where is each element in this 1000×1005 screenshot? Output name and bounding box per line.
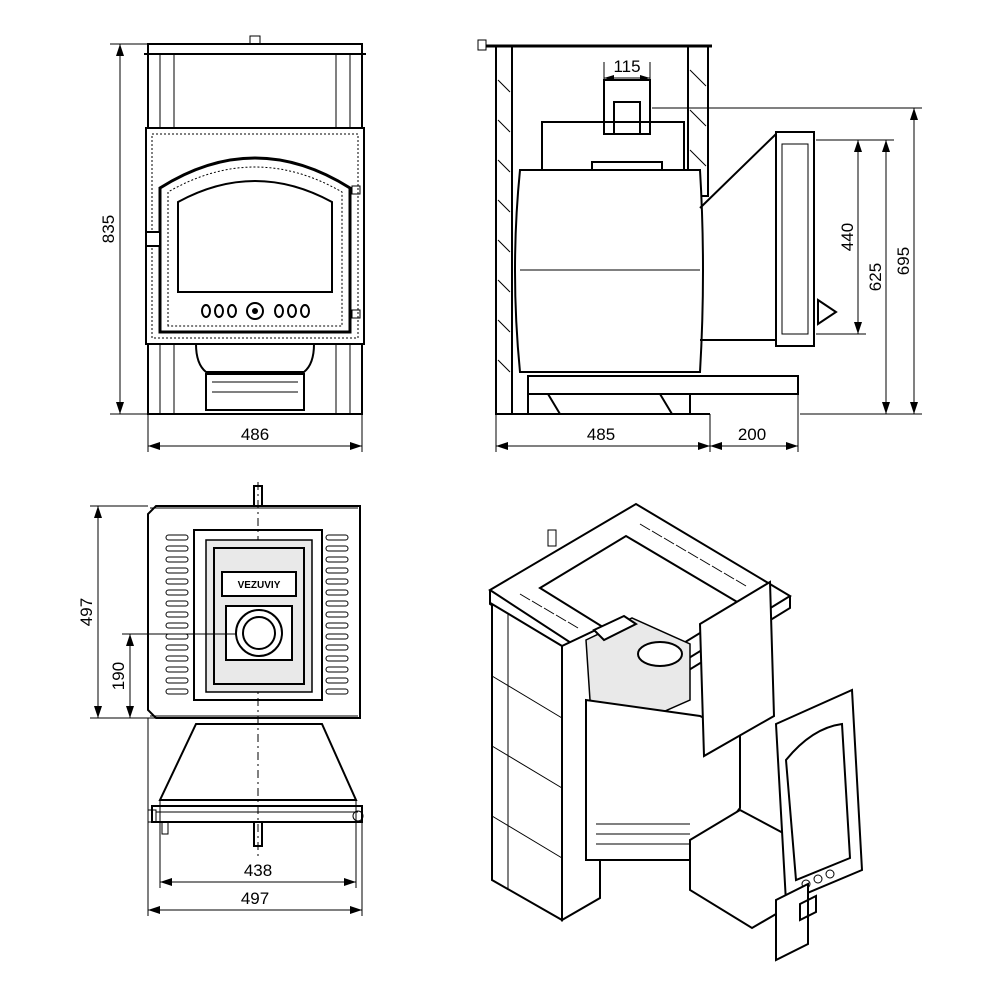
front-view: 835 486 — [99, 35, 366, 452]
air-vent-icon — [274, 304, 284, 318]
dim-arrow-icon — [882, 402, 890, 414]
iso-cladding-right — [698, 580, 776, 758]
front-latch-icon — [351, 309, 361, 319]
iso-cladding-joints — [491, 614, 563, 890]
dim-arrow-icon — [94, 506, 102, 518]
front-door-glass — [177, 180, 333, 293]
top-tunnel-width-label: 438 — [244, 861, 272, 880]
iso-flue-collar — [637, 641, 683, 667]
air-vent-icon — [300, 304, 310, 318]
dim-arrow-icon — [126, 706, 134, 718]
dim-arrow-icon — [344, 878, 356, 886]
iso-door-frame — [774, 688, 864, 904]
air-vent-icon — [201, 304, 211, 318]
dim-arrow-icon — [148, 442, 160, 450]
top-stone-opening — [193, 529, 323, 701]
dim-arrow-icon — [640, 75, 650, 81]
top-view: VEZUVIY 497 190 438 — [77, 482, 364, 916]
side-flue-inner — [613, 101, 641, 135]
iso-brand-plate — [592, 614, 638, 642]
front-fire-door — [158, 156, 352, 334]
dim-arrow-icon — [126, 634, 134, 646]
iso-vent-slots — [519, 523, 747, 629]
front-top-knob — [249, 35, 261, 45]
iso-cladding-left — [491, 602, 563, 922]
top-brand-plate — [221, 571, 297, 597]
air-vent-icon — [214, 304, 224, 318]
top-width-label: 497 — [241, 889, 269, 908]
iso-top-knob — [547, 529, 557, 547]
iso-door-glass — [784, 722, 852, 882]
top-plate-edge — [150, 507, 358, 717]
side-front-cladding-hatch — [689, 69, 707, 167]
dim-arrow-icon — [786, 442, 798, 450]
dim-arrow-icon — [604, 75, 614, 81]
side-door-top-label: 625 — [866, 263, 885, 291]
front-ash-bowl — [195, 343, 315, 373]
side-door-glass — [781, 143, 809, 335]
top-flue-outer — [235, 609, 283, 657]
dim-arrow-icon — [116, 402, 124, 414]
side-legs — [527, 393, 691, 415]
dim-arrow-icon — [882, 140, 890, 152]
air-vent-icon — [227, 304, 237, 318]
top-vent-slots-left — [165, 534, 189, 695]
top-door-frame — [151, 805, 363, 823]
top-stone-cage-inner — [213, 547, 305, 685]
dim-arrow-icon — [148, 906, 160, 914]
top-flue-offset-label: 190 — [109, 662, 128, 690]
iso-firebox-body — [585, 698, 741, 861]
top-brand-text: VEZUVIY — [238, 580, 281, 591]
side-rear-cladding-hatch — [497, 79, 511, 373]
top-door-tab — [161, 821, 169, 835]
dim-arrow-icon — [854, 322, 862, 334]
side-ash-tray — [527, 375, 799, 395]
front-latch-icon — [351, 185, 361, 195]
front-height-label: 835 — [99, 215, 118, 243]
side-depth-label: 485 — [587, 425, 615, 444]
side-firebox-body — [514, 169, 704, 373]
side-total-label: 695 — [894, 247, 913, 275]
air-regulator-icon — [246, 302, 264, 320]
dim-arrow-icon — [854, 140, 862, 152]
front-ash-drawer — [205, 373, 305, 411]
front-hinge-icon — [145, 231, 161, 247]
front-width-label: 486 — [241, 425, 269, 444]
dim-arrow-icon — [910, 108, 918, 120]
dim-arrow-icon — [350, 906, 362, 914]
side-door-handle-icon — [817, 298, 838, 326]
side-tunnel-label: 200 — [738, 425, 766, 444]
iso-door-handle-icon — [799, 894, 817, 922]
side-rear-cladding — [495, 45, 513, 415]
dim-arrow-icon — [160, 878, 172, 886]
iso-air-vent-icon — [825, 869, 835, 879]
side-top-knob — [477, 39, 487, 51]
side-door-height-label: 440 — [838, 223, 857, 251]
dim-arrow-icon — [910, 402, 918, 414]
dim-arrow-icon — [710, 442, 722, 450]
top-vent-slots-right — [325, 534, 349, 695]
top-depth-label: 497 — [77, 598, 96, 626]
dim-arrow-icon — [116, 44, 124, 56]
iso-air-vent-icon — [813, 874, 823, 884]
top-flue-inner — [242, 616, 276, 650]
top-door-handle-icon — [253, 821, 263, 847]
air-regulator-center-icon — [252, 308, 258, 314]
dim-arrow-icon — [496, 442, 508, 450]
side-flue-pipe — [603, 79, 651, 135]
iso-grate — [596, 823, 690, 845]
top-door-latch-icon — [352, 810, 364, 822]
side-flue-label: 115 — [613, 57, 640, 76]
dim-arrow-icon — [94, 706, 102, 718]
air-vent-icon — [287, 304, 297, 318]
dim-arrow-icon — [350, 442, 362, 450]
dim-arrow-icon — [698, 442, 710, 450]
side-view: 115 485 200 440 625 695 — [477, 39, 922, 452]
isometric-view — [488, 502, 864, 962]
